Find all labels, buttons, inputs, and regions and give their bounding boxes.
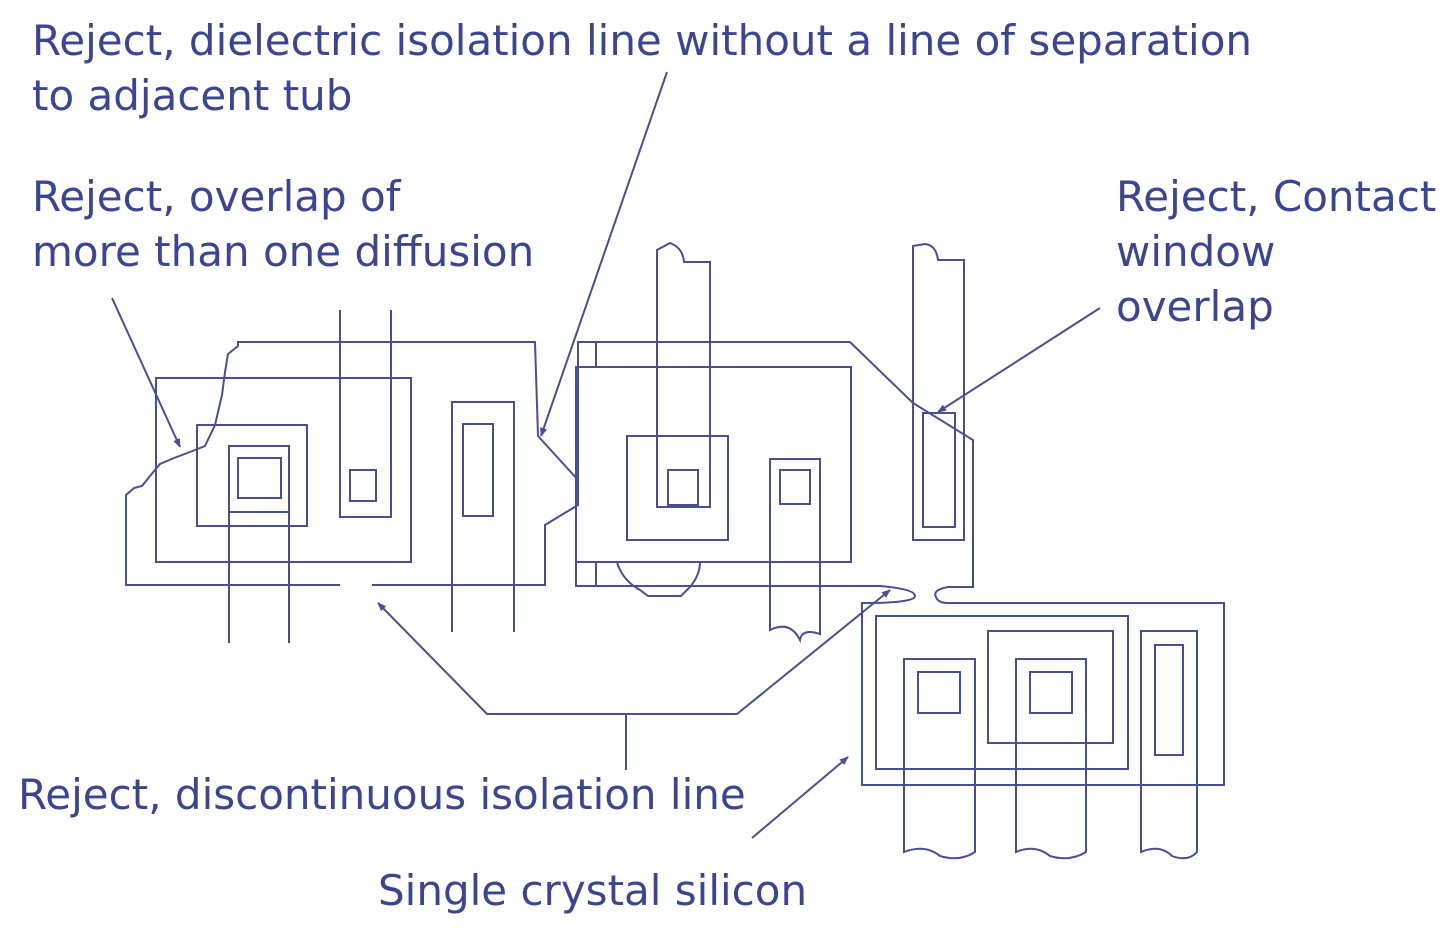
dielectric-isolation-label: Reject, dielectric isolation line withou… [32, 13, 1252, 123]
lower-base-diffusion [875, 615, 1129, 770]
left-tub [125, 310, 579, 643]
discontinuous-label-text: Reject, discontinuous isolation line [18, 770, 746, 819]
lower-right-tub [875, 615, 1224, 860]
contact-callout-arrow [937, 307, 1101, 413]
middle-emitter-diffusion [626, 435, 729, 541]
overlap-callout-arrow [111, 297, 181, 448]
discontinuous-callout-left [377, 602, 627, 770]
silicon-label-text: Single crystal silicon [378, 866, 808, 915]
callouts [111, 71, 1101, 839]
silicon-callout-arrow [751, 756, 849, 839]
discontinuous-isolation-label: Reject, discontinuous isolation line [18, 767, 746, 822]
middle-base-diffusion [575, 366, 852, 563]
contact-label-line3: overlap [1116, 282, 1274, 331]
dielectric-label-line2: to adjacent tub [32, 71, 353, 120]
overlap-label-line2: more than one diffusion [32, 227, 535, 276]
middle-bulge [616, 561, 701, 597]
left-emitter-diffusion [196, 424, 308, 527]
contact-label-line2: window [1116, 227, 1276, 276]
lower-lead-2 [1015, 785, 1087, 860]
lower-emitter-diffusion [987, 630, 1114, 744]
overlap-label-line1: Reject, overlap of [32, 172, 401, 221]
lower-resistor-strip [1140, 630, 1198, 785]
left-contact-outer [228, 445, 290, 513]
middle-metal-strip [656, 241, 711, 508]
lower-metal-2 [1015, 658, 1087, 785]
contact-overlap-metal [912, 242, 965, 432]
lower-contact-1 [917, 671, 961, 714]
contact-overlap-window [922, 412, 956, 528]
middle-tub-outline [575, 341, 1225, 786]
lower-resistor-contact [1154, 644, 1184, 756]
left-contact-window [237, 457, 282, 499]
middle-resistor-strip [769, 458, 821, 644]
middle-contact-window [667, 469, 699, 506]
discontinuous-callout-right [626, 589, 891, 715]
lower-lead-1 [903, 785, 976, 860]
left-resistor-strip [451, 401, 515, 632]
left-top-metal-strip [339, 310, 392, 518]
left-base-diffusion [155, 377, 412, 563]
middle-resistor-contact [779, 469, 811, 505]
contact-window-label: Reject, Contact window overlap [1116, 169, 1436, 334]
single-crystal-silicon-label: Single crystal silicon [378, 863, 807, 918]
middle-tub [575, 241, 1225, 786]
contact-overlap-strip [912, 403, 965, 541]
overlap-diffusion-label: Reject, overlap of more than one diffusi… [32, 169, 534, 279]
left-small-contact [349, 469, 377, 502]
dielectric-label-line1: Reject, dielectric isolation line withou… [32, 16, 1253, 65]
left-resistor-contact [462, 423, 494, 517]
left-tub-outline [125, 341, 579, 586]
lower-contact-2 [1029, 671, 1073, 714]
lower-lead-3 [1140, 785, 1198, 860]
lower-metal-1 [903, 658, 976, 785]
contact-overlap-dotted-edge [912, 402, 974, 441]
dielectric-callout-arrow [540, 71, 668, 437]
contact-label-line1: Reject, Contact [1116, 172, 1437, 221]
